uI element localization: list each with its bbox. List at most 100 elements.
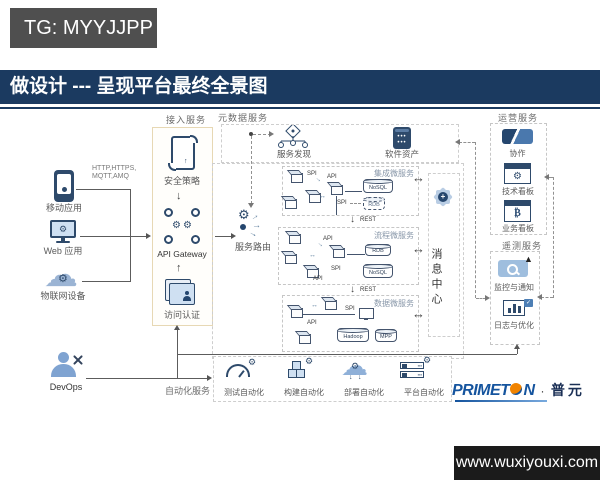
access-auth-label: 访问认证	[163, 310, 200, 320]
arrowhead	[207, 375, 212, 381]
console-icon	[359, 308, 374, 320]
arrowhead	[544, 174, 549, 180]
gear-icon: ⚙	[58, 223, 68, 234]
dashed-connector	[476, 298, 486, 299]
test-automation-label: 测试自动化	[224, 388, 264, 397]
service-discovery-icon	[278, 125, 308, 148]
integration-microservice-box: 集成微服务 SPI API → ↔ NoSQL SPI RDB	[282, 166, 419, 216]
logo-dot: ·	[540, 384, 545, 398]
arrowhead	[174, 325, 180, 330]
deploy-automation-icon: ☁	[341, 351, 368, 381]
mpp-db: MPP	[375, 329, 397, 342]
protocol-label: HTTP,HTTPS, MQTT,AMQ	[92, 165, 146, 181]
iot-cloud-icon: ☁	[44, 256, 78, 294]
test-automation-icon	[226, 364, 250, 377]
db-label: NoSQL	[368, 270, 388, 276]
devops-person-icon	[50, 352, 86, 378]
web-app-label: Web 应用	[43, 246, 83, 256]
alert-triangle-icon: ▲	[524, 254, 533, 264]
dashed-connector	[350, 203, 361, 204]
connector-dot	[249, 132, 253, 136]
business-board-label: 业务看板	[502, 224, 534, 233]
api-tag: API	[327, 174, 337, 180]
dashed-connector	[459, 142, 475, 143]
check-badge-icon: ✓	[524, 299, 533, 307]
mobile-phone-icon	[54, 170, 74, 202]
arrowhead	[269, 131, 274, 137]
db-label: NoSQL	[368, 185, 388, 191]
rdb-db: RDB	[363, 197, 385, 210]
telemetry-section-title: 遥测服务	[501, 241, 542, 251]
watermark-bar: www.wuxiyouxi.com	[454, 446, 600, 480]
software-assets-icon: ••••••	[393, 127, 411, 149]
metadata-services-box	[221, 124, 459, 163]
bidirectional-arrow-icon: ↔	[412, 170, 425, 185]
logo-cn: 普元	[550, 382, 585, 398]
down-arrow-icon: ↓	[350, 284, 355, 295]
iot-devices-label: 物联网设备	[40, 291, 86, 301]
security-policy-label: 安全策略	[163, 176, 200, 186]
connector-line	[517, 348, 518, 354]
db-label: MPP	[380, 334, 392, 340]
connector-line	[347, 254, 365, 255]
arrowhead	[248, 203, 254, 208]
logo-suffix: N	[523, 382, 535, 399]
web-monitor-icon: ⚙	[50, 220, 76, 244]
monitoring-label: 监控与通知	[494, 283, 534, 292]
connector-line	[130, 189, 131, 282]
dashed-connector	[251, 136, 252, 204]
build-automation-icon	[288, 361, 306, 378]
api-tag: API	[307, 320, 317, 326]
process-title: 流程微服务	[374, 231, 414, 240]
arrowhead	[537, 294, 542, 300]
arrow-icon: ↔	[309, 252, 316, 259]
hadoop-db: Hadoop	[337, 328, 369, 342]
operations-section-title: 运营服务	[497, 113, 538, 123]
rdb-db: RDB	[365, 244, 391, 256]
log-optimize-label: 日志与优化	[494, 321, 534, 330]
page-title: 做设计 --- 呈现平台最终全景图	[10, 76, 268, 97]
connector-line	[76, 189, 130, 190]
spi-tag: SPI	[337, 200, 347, 206]
gear-icon: ⚙	[305, 356, 314, 366]
connector-line	[177, 354, 517, 355]
integration-title: 集成微服务	[374, 169, 414, 178]
arrowhead	[146, 233, 151, 239]
down-arrow-icon: ↓	[358, 374, 362, 381]
nosql-db: NoSQL	[363, 264, 393, 278]
deploy-automation-label: 部署自动化	[344, 388, 384, 397]
bidirectional-arrow-icon: ↔	[412, 306, 425, 321]
spi-tag: SPI	[345, 306, 355, 312]
connector-line	[303, 314, 355, 315]
dashed-connector	[475, 142, 476, 298]
log-chart-icon	[503, 300, 525, 316]
metadata-section-title: 元数据服务	[218, 113, 269, 123]
protocol-line1: HTTP,HTTPS,	[92, 165, 137, 172]
dashed-connector	[548, 177, 554, 178]
arrowhead	[455, 139, 460, 145]
access-section-title: 接入服务	[165, 115, 206, 125]
api-gateway-icon: ⚙ ⚙	[164, 208, 200, 244]
watermark-text: www.wuxiyouxi.com	[455, 454, 599, 471]
software-assets-label: 软件资产	[384, 149, 419, 159]
iot-gear-icon: ⚙	[58, 273, 68, 285]
gear-icon: ⚙	[423, 355, 432, 365]
rest-tag: REST	[360, 287, 377, 293]
connector-line	[82, 281, 130, 282]
connector-line	[86, 378, 209, 379]
build-automation-label: 构建自动化	[284, 388, 324, 397]
tech-board-label: 技术看板	[502, 187, 534, 196]
bidirectional-arrow-icon: ↔	[412, 241, 425, 256]
arrowhead	[485, 295, 490, 301]
message-center-label: 消息中心	[430, 248, 442, 308]
service-routing-label: 服务路由	[234, 242, 271, 252]
gear-icon: ⚙	[248, 357, 257, 367]
access-auth-icon	[165, 279, 195, 305]
api-tag: API	[313, 276, 323, 282]
gear-icon: ⚙	[351, 361, 360, 371]
scroll-arrow-icon: ↑	[184, 158, 188, 165]
service-routing-icon: ⚙ → → →	[238, 207, 262, 240]
mobile-app-label: 移动应用	[45, 203, 82, 213]
